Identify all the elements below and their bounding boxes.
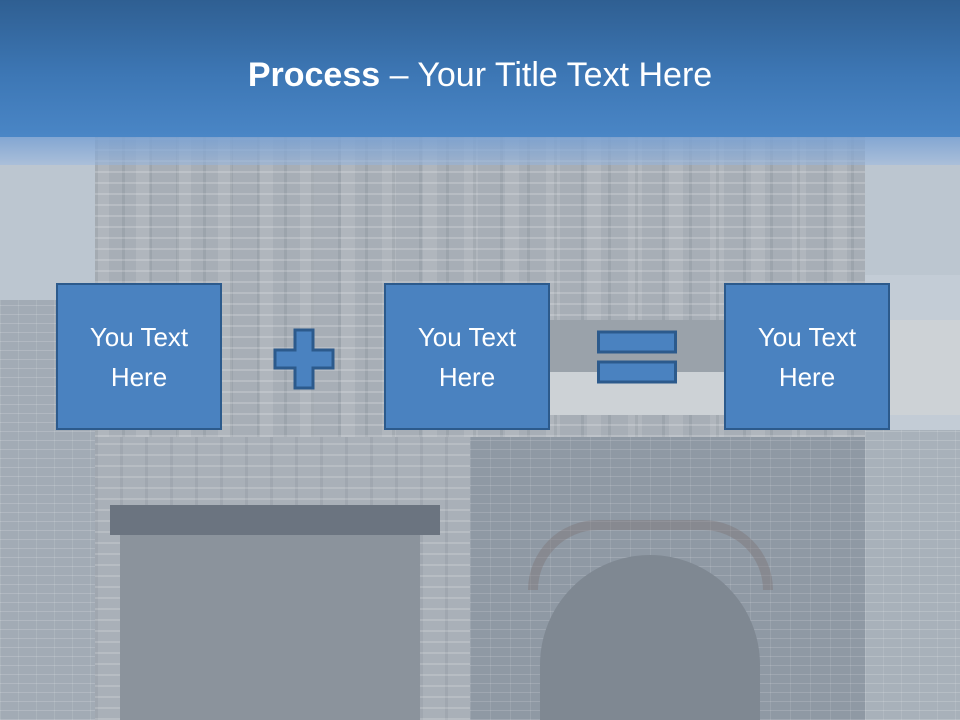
- process-box-1[interactable]: You Text Here: [56, 283, 222, 430]
- title-bar: [0, 0, 960, 137]
- process-box-3-text: You Text Here: [757, 321, 857, 392]
- title-accent-strip: [0, 137, 960, 165]
- background-sky-left: [0, 165, 95, 300]
- plus-icon: [273, 328, 335, 390]
- process-box-3[interactable]: You Text Here: [724, 283, 890, 430]
- background-awning: [110, 505, 440, 535]
- background-brick-right: [865, 430, 960, 720]
- slide-title: Process – Your Title Text Here: [0, 52, 960, 98]
- process-box-2[interactable]: You Text Here: [384, 283, 550, 430]
- process-box-1-text: You Text Here: [89, 321, 189, 392]
- background-sky-right: [865, 165, 960, 275]
- background-door-arched: [540, 555, 760, 720]
- equals-icon: [597, 330, 677, 384]
- process-box-2-text: You Text Here: [417, 321, 517, 392]
- title-rest: – Your Title Text Here: [380, 56, 713, 94]
- background-door-left: [120, 535, 420, 720]
- title-bold: Process: [247, 56, 381, 94]
